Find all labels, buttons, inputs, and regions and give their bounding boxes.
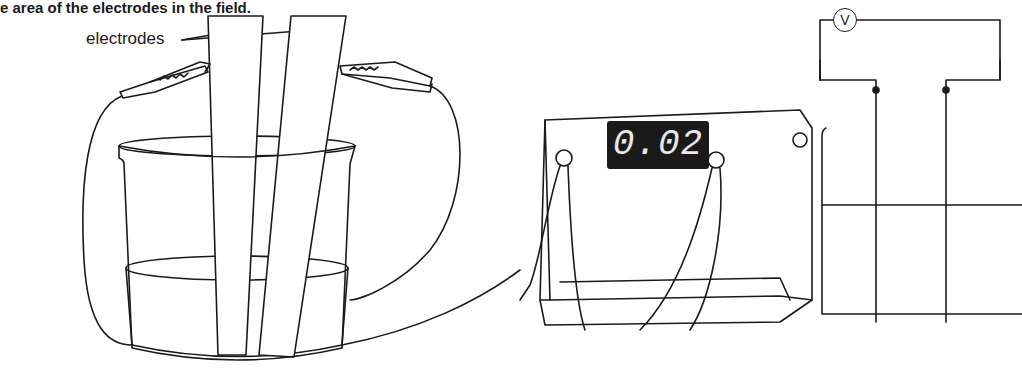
beaker-symbol	[822, 128, 1022, 314]
beaker-front-rim	[119, 146, 355, 157]
electrode	[208, 16, 263, 355]
circuit-wire	[946, 60, 1000, 90]
clip-teeth	[350, 67, 378, 70]
alligator-clip	[340, 62, 432, 86]
voltmeter-body	[540, 110, 812, 325]
instruction-text: e area of the electrodes in the field.	[0, 0, 251, 17]
electrode-symbol	[945, 90, 947, 322]
terminal	[708, 152, 724, 168]
alligator-clip	[120, 66, 208, 98]
lead	[568, 166, 585, 330]
part-label: electrodes	[86, 30, 164, 49]
clip-teeth	[160, 73, 188, 80]
voltmeter-stand	[560, 278, 790, 300]
symbol-letter: V	[840, 13, 849, 27]
circuit-wire	[820, 60, 876, 90]
terminal	[556, 150, 572, 166]
wire	[83, 96, 132, 345]
alligator-clip	[150, 62, 210, 82]
alligator-clip	[342, 74, 432, 92]
lead	[640, 168, 712, 330]
electrode-symbol	[875, 90, 877, 322]
beaker	[119, 146, 355, 360]
meter-reading: 0.02	[613, 127, 703, 163]
lead	[520, 166, 560, 300]
circuit-wire	[857, 20, 1000, 80]
lead	[690, 168, 721, 330]
voltmeter-body	[550, 296, 812, 300]
meter-display: 0.02	[607, 121, 709, 169]
wire	[350, 86, 460, 300]
electrode	[259, 16, 346, 357]
circuit-wire	[820, 20, 833, 80]
voltmeter-symbol: V	[833, 8, 857, 32]
liquid-level	[822, 204, 1022, 206]
voltmeter-hinge	[793, 133, 807, 147]
wire	[342, 270, 520, 345]
